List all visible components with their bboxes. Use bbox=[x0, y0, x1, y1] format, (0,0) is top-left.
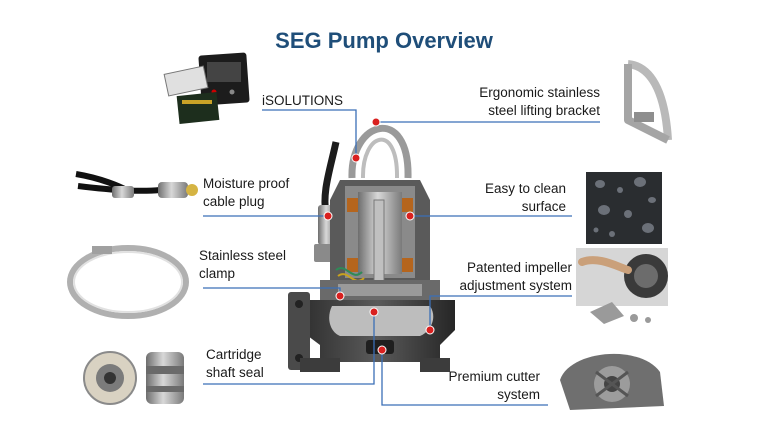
label-clamp-line1: Stainless steel bbox=[199, 248, 287, 263]
marker-cutter bbox=[377, 345, 387, 355]
marker-cable bbox=[323, 211, 333, 221]
lifting-bracket-icon bbox=[624, 60, 672, 144]
leader-clamp bbox=[203, 287, 341, 296]
label-cable-line2: cable plug bbox=[203, 194, 265, 209]
label-cutter-line1: Premium cutter bbox=[448, 369, 540, 384]
label-isolutions-line1: iSOLUTIONS bbox=[262, 93, 344, 108]
leader-impeller bbox=[429, 295, 572, 330]
water-droplets-icon bbox=[586, 172, 662, 244]
pump-cutaway-icon bbox=[288, 125, 455, 372]
marker-seal bbox=[369, 307, 379, 317]
marker-bracket bbox=[371, 117, 381, 127]
label-seal-line1: Cartridge bbox=[206, 347, 262, 362]
label-isolutions: iSOLUTIONS bbox=[262, 92, 343, 110]
cable-plug-icon bbox=[75, 171, 198, 198]
impeller-adjust-photo-icon bbox=[576, 248, 668, 324]
leader-cutter bbox=[381, 350, 548, 406]
label-cable: Moisture proof cable plug bbox=[203, 175, 289, 211]
label-clamp-line2: clamp bbox=[199, 266, 236, 281]
clamp-ring-icon bbox=[67, 245, 189, 319]
label-seal: Cartridge shaft seal bbox=[206, 346, 264, 382]
label-cutter-line2: system bbox=[497, 387, 540, 402]
label-cutter: Premium cutter system bbox=[426, 368, 540, 404]
cutter-icon bbox=[560, 353, 664, 410]
leader-seal bbox=[203, 312, 375, 385]
page-title: SEG Pump Overview bbox=[275, 28, 493, 53]
label-surface-line2: surface bbox=[521, 199, 566, 214]
label-impeller-line2: adjustment system bbox=[459, 278, 572, 293]
marker-surface bbox=[405, 211, 415, 221]
label-impeller: Patented impeller adjustment system bbox=[430, 259, 572, 295]
leader-isolutions bbox=[262, 109, 357, 158]
label-cable-line1: Moisture proof bbox=[203, 176, 290, 191]
label-impeller-line1: Patented impeller bbox=[466, 260, 572, 275]
leader-lines bbox=[203, 109, 600, 406]
label-clamp: Stainless steel clamp bbox=[199, 247, 286, 283]
label-surface: Easy to clean surface bbox=[452, 180, 566, 216]
label-bracket: Ergonomic stainless steel lifting bracke… bbox=[436, 84, 600, 120]
markers bbox=[323, 117, 435, 355]
label-seal-line2: shaft seal bbox=[206, 365, 264, 380]
shaft-seal-icon bbox=[83, 351, 184, 405]
label-surface-line1: Easy to clean bbox=[484, 181, 566, 196]
label-bracket-line2: steel lifting bracket bbox=[488, 103, 600, 118]
controller-devices-icon bbox=[163, 52, 250, 125]
label-bracket-line1: Ergonomic stainless bbox=[479, 85, 600, 100]
marker-clamp bbox=[335, 291, 345, 301]
marker-isolutions bbox=[351, 153, 361, 163]
marker-impeller bbox=[425, 325, 435, 335]
